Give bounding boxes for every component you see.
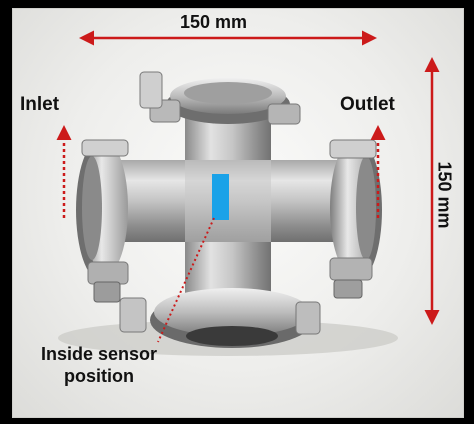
sensor-marker — [212, 174, 229, 220]
wing-nut-top — [139, 71, 163, 109]
sensor-label-line2: position — [64, 366, 134, 386]
sensor-position-label: Inside sensor position — [18, 343, 180, 387]
height-label: 150 mm — [434, 161, 455, 229]
width-label: 150 mm — [180, 12, 248, 32]
inlet-label: Inlet — [20, 94, 60, 115]
outlet-label: Outlet — [340, 94, 395, 115]
sensor-label-line1: Inside sensor — [40, 344, 158, 364]
